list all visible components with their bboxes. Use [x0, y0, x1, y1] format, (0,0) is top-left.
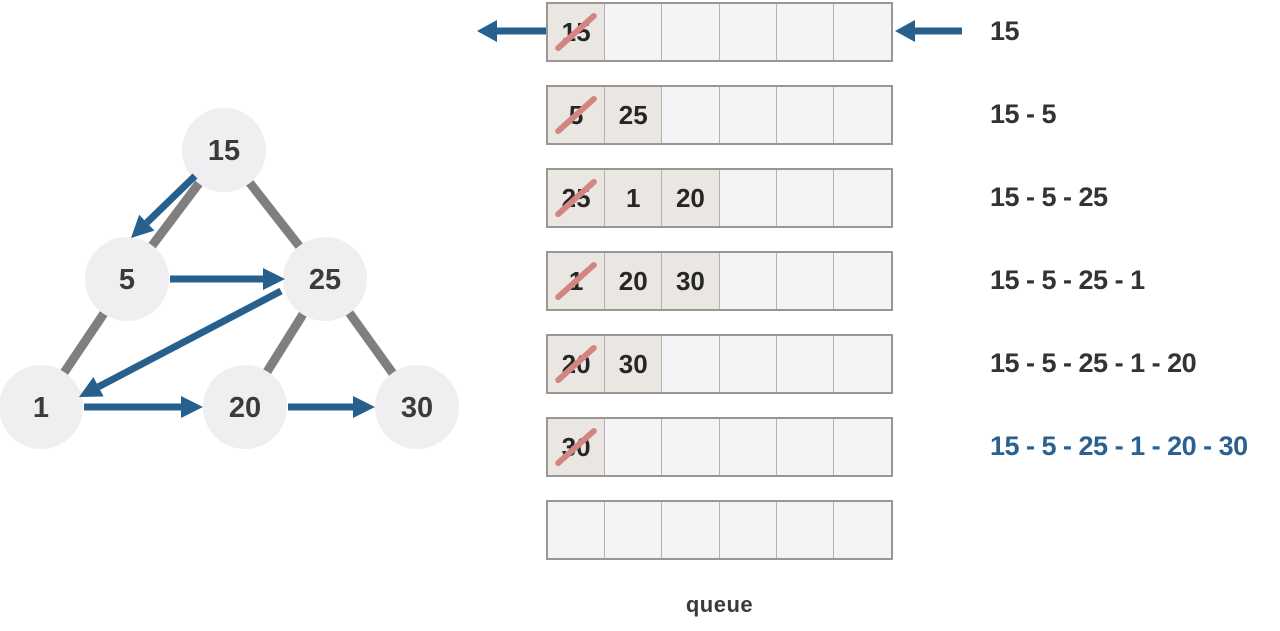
tree-node-30 [375, 365, 459, 449]
queue-row: 15 [546, 2, 893, 62]
queue-cell-value: 25 [618, 99, 648, 130]
queue-row: 30 [546, 417, 893, 477]
queue-row: 5 25 [546, 85, 893, 145]
queue-cell: 5 [548, 87, 606, 143]
queue-cell [834, 502, 891, 558]
queue-cell: 1 [548, 253, 606, 309]
queue-cell-value: 30 [675, 265, 705, 296]
queue-caption: queue [685, 592, 754, 617]
queue-cell [605, 502, 663, 558]
queue-cell [834, 4, 891, 60]
queue-cell [834, 419, 891, 475]
queue-cell: 30 [605, 336, 663, 392]
traversal-arrow-1-20 [84, 396, 203, 418]
queue-cell-value: 30 [561, 431, 591, 462]
queue-cell [662, 4, 720, 60]
traversal-arrow-5-25 [170, 268, 285, 290]
queue-row: 1 20 30 [546, 251, 893, 311]
queue-cell [662, 502, 720, 558]
traversal-arrow-20-30 [288, 396, 375, 418]
queue-cell [720, 170, 777, 226]
queue-cell [834, 170, 891, 226]
queue-cell: 25 [548, 170, 606, 226]
queue-cell [777, 87, 834, 143]
traversal-label: 15 - 5 - 25 - 1 - 20 [990, 348, 1197, 378]
queue-cell [720, 4, 777, 60]
queue-cell-value: 20 [618, 265, 648, 296]
queue-cell: 30 [548, 419, 606, 475]
queue-cell: 20 [662, 170, 720, 226]
traversal-label: 15 - 5 [990, 99, 1057, 129]
traversal-arrow-25-1 [79, 287, 283, 397]
queue-cell-value: 5 [568, 99, 584, 130]
queue-cell [777, 4, 834, 60]
queue-cell [777, 170, 834, 226]
queue-cell [720, 87, 777, 143]
queue-cell-value: 20 [675, 182, 705, 213]
queue-cell [777, 419, 834, 475]
tree-node-5 [85, 237, 169, 321]
queue-cell [548, 502, 606, 558]
queue-cell [662, 87, 720, 143]
queue-cell-value: 15 [561, 16, 591, 47]
queue-cell-value: 1 [626, 182, 641, 213]
tree-node-15 [182, 108, 266, 192]
traversal-label: 15 - 5 - 25 [990, 182, 1108, 212]
traversal-label: 15 - 5 - 25 - 1 [990, 265, 1145, 295]
tree-node-label-5: 5 [119, 264, 135, 296]
traversal-label: 15 - 5 - 25 - 1 - 20 - 30 [990, 431, 1248, 461]
queue-cell: 30 [662, 253, 720, 309]
queue-cell: 1 [605, 170, 663, 226]
queue-cell: 20 [548, 336, 606, 392]
queue-cell [777, 336, 834, 392]
queue-cell-value: 25 [561, 182, 591, 213]
queue-cell-value: 1 [568, 265, 584, 296]
traversal-label: 15 [990, 16, 1020, 46]
queue-cell: 20 [605, 253, 663, 309]
queue-cell [662, 336, 720, 392]
queue-cell [662, 419, 720, 475]
tree-node-1 [0, 365, 83, 449]
queue-cell [720, 253, 777, 309]
queue-cell [720, 336, 777, 392]
queue-cell [777, 253, 834, 309]
tree-node-label-25: 25 [309, 264, 341, 296]
queue-cell [605, 419, 663, 475]
queue-cell [834, 87, 891, 143]
queue-cell: 25 [605, 87, 663, 143]
queue-row: 25 1 20 [546, 168, 893, 228]
queue-cell-value: 20 [561, 348, 591, 379]
traversal-arrow-15-5 [131, 173, 198, 238]
tree-node-25 [283, 237, 367, 321]
queue-cell [720, 502, 777, 558]
tree-node-20 [203, 365, 287, 449]
queue-row [546, 500, 893, 560]
tree-node-label-30: 30 [401, 392, 433, 424]
tree-node-label-20: 20 [229, 392, 261, 424]
queue-cell [834, 253, 891, 309]
queue-cell [834, 336, 891, 392]
queue-cell-value: 30 [618, 348, 648, 379]
queue-cell [720, 419, 777, 475]
queue-cell [777, 502, 834, 558]
tree-node-label-15: 15 [208, 135, 240, 167]
tree-node-label-1: 1 [33, 392, 49, 424]
dequeue-arrow [477, 20, 548, 42]
queue-cell [605, 4, 663, 60]
enqueue-arrow [895, 20, 962, 42]
queue-cell: 15 [548, 4, 606, 60]
